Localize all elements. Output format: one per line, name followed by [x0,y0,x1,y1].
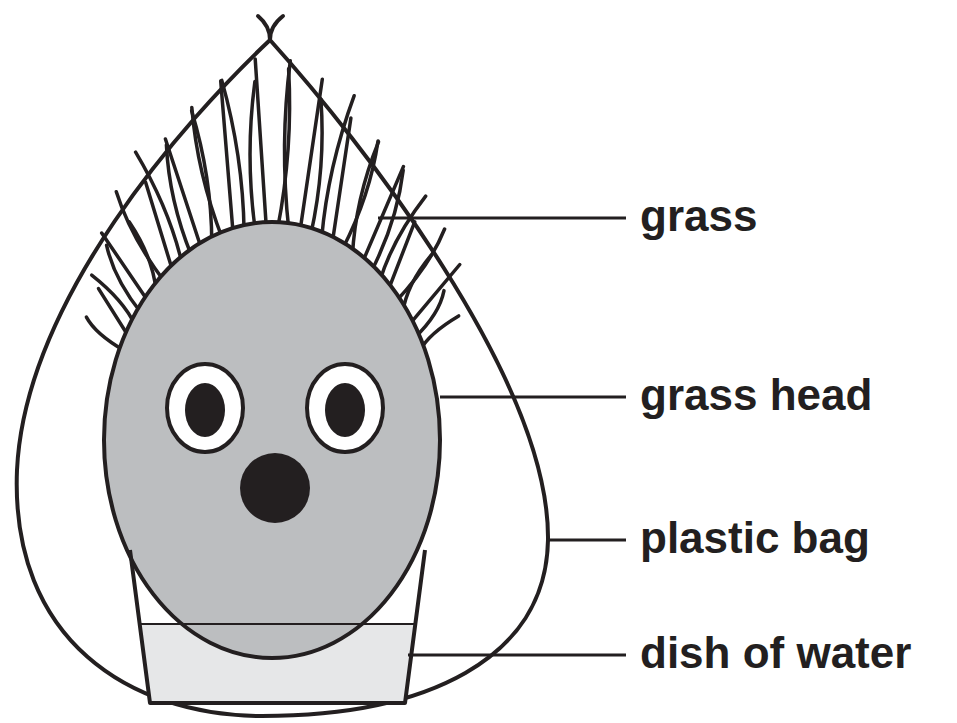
grass-blade [255,59,266,229]
grass-blade [332,118,351,244]
left-pupil [185,383,225,437]
grass-blade [420,316,459,351]
grass-blade [284,61,290,230]
leader-line [408,654,626,657]
grass-blade [300,79,322,231]
leader-line [548,539,626,542]
grass-blade [107,245,142,313]
right-pupil [325,383,365,437]
part-label: grass head [640,373,872,417]
grass-blade [222,80,244,231]
part-label: plastic bag [640,516,870,560]
face [167,364,383,523]
nose [240,453,310,523]
grass-head [104,222,440,658]
grass-blade [311,99,322,234]
leader-line [440,396,626,399]
grass-blade [92,275,135,325]
water-line [140,623,415,625]
grass-blade [380,196,426,281]
grass-blade [250,82,255,230]
grass-blade [322,96,355,239]
bag-tie [258,16,283,40]
grass-blade [352,142,378,256]
grass-blade [192,107,223,238]
plastic-bag [17,40,548,716]
grass-blade [165,139,201,249]
leader-line [378,217,626,220]
right-eye [307,364,383,452]
leader-lines [378,218,626,655]
grass-blade [166,145,191,256]
left-eye [167,364,243,452]
part-label: grass [640,194,757,238]
part-label: dish of water [640,631,911,675]
grass-blade [116,192,164,282]
grass-blade [388,222,415,291]
dish-outline [130,550,425,703]
